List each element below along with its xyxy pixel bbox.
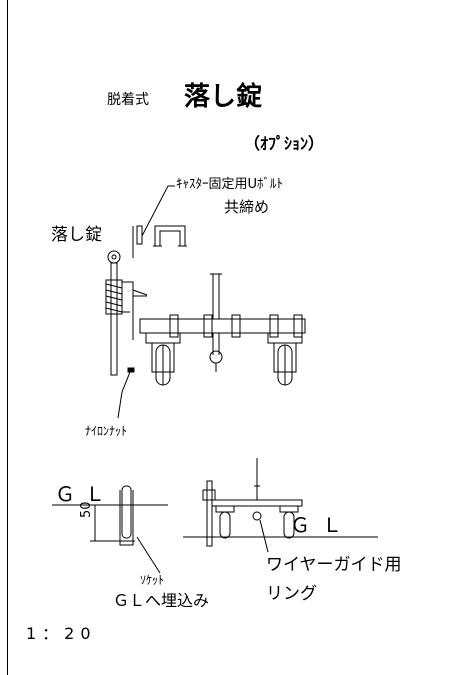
leader-wire-guide (259, 519, 269, 553)
leader-caster-bolt (141, 185, 175, 237)
socket-label: ｿｹｯﾄ (140, 573, 165, 587)
caster-left (145, 332, 181, 386)
dim-50-line (90, 504, 100, 542)
lower-unit (202, 458, 303, 547)
central-column (210, 273, 222, 319)
bracket (122, 281, 148, 340)
scale-label: 1：20 (26, 624, 97, 643)
nylon-nut-label: ﾅｲﾛﾝﾅｯﾄ (85, 424, 128, 438)
caster-bolt-label: ｷｬｽﾀｰ固定用Uﾎﾞﾙﾄ (176, 177, 284, 192)
drop-lock-rod (110, 262, 118, 376)
u-bolt (154, 225, 186, 246)
drop-lock-label: 落し錠 (51, 225, 102, 245)
frame-beam (139, 318, 306, 334)
gl-label-left: ＧＬ (55, 482, 115, 506)
gl-bury-label: ＧＬへ埋込み (113, 591, 210, 610)
u-bolt-rod (136, 225, 143, 245)
drop-lock-ring (107, 250, 121, 264)
caster-right (267, 332, 303, 386)
socket (119, 490, 134, 546)
dimension-50-label: 50 (79, 501, 94, 518)
ring-label: リング (266, 584, 317, 604)
gl-label-right: ＧＬ (290, 513, 354, 537)
wire-guide-label: ワイヤーガイド用 (266, 555, 402, 575)
tighten-label: 共締め (224, 198, 270, 216)
frame-border-line (7, 0, 8, 675)
title-small: 脱着式 (107, 92, 149, 108)
leader-nylon-nut (117, 371, 131, 419)
spring-housing (105, 279, 123, 315)
option-label: （ｵﾌﾟｼｮﾝ） (244, 134, 325, 153)
leader-socket (136, 536, 161, 574)
title-big: 落し錠 (184, 82, 263, 112)
